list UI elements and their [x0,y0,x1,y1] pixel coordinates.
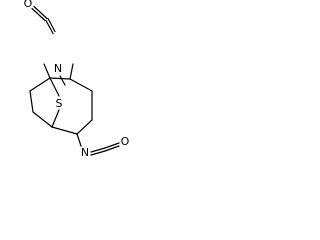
bond-s-bridgehead [51,109,60,128]
bond-c8-c1 [29,77,51,92]
nitrogen-bottom-label: N [81,146,89,159]
oxygen-top-label: O [24,0,33,10]
bond-c4-c5 [76,119,93,135]
bond-n-c-bottom-a [90,147,106,153]
bond-c-n-top-b [47,17,56,33]
bond-bridgehead-c7 [32,111,53,128]
bond-o-c-top-b [33,5,48,20]
nitrogen-top-label: N [54,62,62,75]
bond-c-o-bottom-a [104,142,120,149]
bond-n-c2-top [59,75,66,86]
molecule-svg: S N O N O [24,0,130,159]
sulfur-label: S [56,97,63,110]
molecule-drawing: S N O N O [0,0,159,189]
bond-o-c-top-a [31,7,46,22]
bonds [29,5,120,156]
bond-c7-c8 [29,90,34,113]
bond-c1-methyl [43,63,51,79]
bond-c5-n-bottom [76,133,82,147]
atom-labels: S N O N O [24,0,130,159]
oxygen-bottom-label: O [121,135,130,148]
bond-c2-methyl [69,63,74,80]
bond-c-n-top-a [45,19,54,35]
bond-c5-bridgehead [51,126,78,135]
bond-c1-s [49,77,60,97]
bond-c-o-bottom-b [104,145,120,152]
bond-n-c-bottom-b [90,150,106,156]
bond-c1-c2 [49,77,71,80]
bond-c2-c3 [69,78,93,92]
